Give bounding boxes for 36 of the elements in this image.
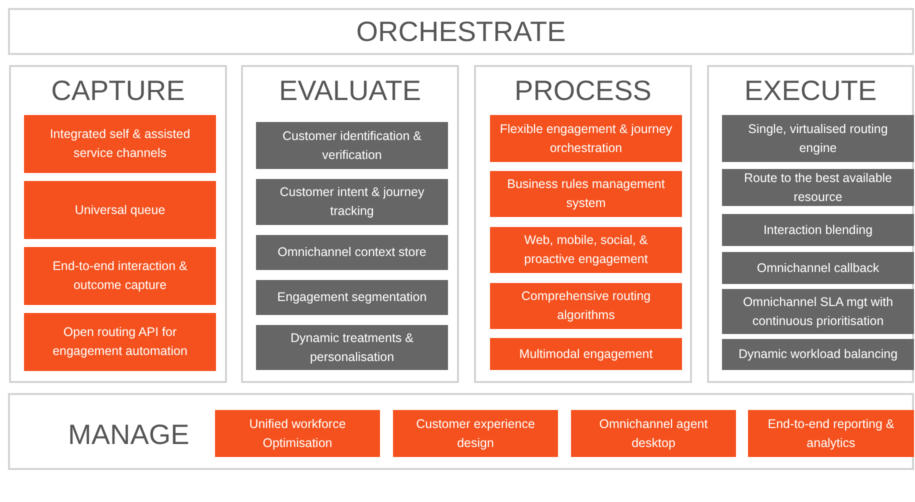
section-panel (474, 65, 692, 383)
capability-box: Customer intent & journey tracking (256, 179, 448, 225)
capability-box: Dynamic treatments & personalisation (256, 325, 448, 370)
capability-box: Customer identification & verification (256, 122, 448, 169)
capability-box: Engagement segmentation (256, 280, 448, 315)
section-heading: PROCESS (514, 77, 652, 105)
capability-box: Single, virtualised routing engine (722, 115, 914, 162)
capability-box: End-to-end interaction & outcome capture (24, 247, 216, 305)
capability-box: Interaction blending (722, 214, 914, 246)
section-heading: EXECUTE (743, 77, 878, 105)
capability-box: Flexible engagement & journey orchestration (490, 115, 682, 162)
capability-box: Web, mobile, social, & proactive engagement (490, 227, 682, 273)
capability-box: Multimodal engagement (490, 338, 682, 370)
capability-box: Business rules management system (490, 171, 682, 217)
capability-box: Open routing API for engagement automation (24, 313, 216, 371)
capability-box: Omnichannel callback (722, 252, 914, 284)
section-heading: ORCHESTRATE (355, 18, 567, 46)
section-heading: EVALUATE (278, 77, 422, 105)
capability-box: Omnichannel agent desktop (571, 410, 736, 457)
section-panel (707, 65, 914, 383)
capability-box: End-to-end reporting & analytics (748, 410, 914, 457)
capability-box: Integrated self & assisted service channels (24, 115, 216, 173)
capability-box: Customer experience design (393, 410, 558, 457)
capability-box: Dynamic workload balancing (722, 339, 914, 370)
section-panel (8, 393, 914, 470)
capability-box: Comprehensive routing algorithms (490, 283, 682, 329)
capability-box: Universal queue (24, 181, 216, 239)
section-panel (9, 65, 227, 383)
capability-box: Omnichannel context store (256, 235, 448, 270)
capability-box: Unified workforce Optimisation (215, 410, 380, 457)
capability-box: Omnichannel SLA mgt with continuous prioritisation (722, 289, 914, 334)
section-heading: CAPTURE (50, 77, 186, 105)
capability-box: Route to the best available resource (722, 169, 914, 206)
section-panel (8, 8, 914, 55)
section-panel (241, 65, 459, 383)
section-heading: MANAGE (68, 421, 190, 449)
